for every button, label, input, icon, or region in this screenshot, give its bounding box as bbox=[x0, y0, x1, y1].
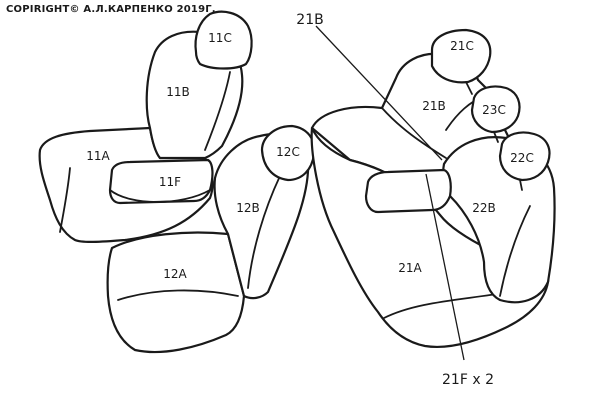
seat-21f-armrest bbox=[364, 168, 452, 214]
seat-11b-seam bbox=[204, 71, 231, 151]
label-22c: 22C bbox=[510, 151, 534, 165]
label-12c: 12C bbox=[276, 145, 300, 159]
label-21a: 21A bbox=[398, 261, 422, 275]
label-12a: 12A bbox=[163, 267, 187, 281]
seat-12a-cushion bbox=[106, 231, 246, 354]
label-11f: 11F bbox=[159, 175, 181, 189]
seat-21c-post bbox=[465, 81, 473, 95]
seat-23c-post bbox=[493, 131, 499, 143]
label-12b: 12B bbox=[236, 201, 260, 215]
seat-11f-seam bbox=[109, 189, 211, 203]
seat-22b-seam bbox=[499, 205, 531, 297]
seat-23c-headrest bbox=[470, 85, 521, 134]
leader-21b bbox=[315, 25, 443, 161]
label-21b-callout: 21B bbox=[296, 12, 323, 28]
copyright-notice: COPIRIGHT© А.Л.КАРПЕНКО 2019Г. bbox=[6, 4, 216, 15]
seat-11a-seam bbox=[59, 167, 71, 233]
seat-11c-headrest bbox=[194, 10, 253, 70]
label-21c: 21C bbox=[450, 39, 474, 53]
label-11c: 11C bbox=[208, 31, 232, 45]
seat-12a-seam bbox=[117, 289, 239, 301]
seat-12b-seam bbox=[247, 175, 281, 289]
label-11a: 11A bbox=[86, 149, 110, 163]
label-21b: 21B bbox=[422, 99, 446, 113]
label-21f: 21F x 2 bbox=[442, 372, 494, 388]
seat-21b-seam bbox=[381, 107, 447, 159]
seat-22c-headrest bbox=[498, 131, 551, 182]
seat-21c-headrest bbox=[430, 28, 492, 84]
label-22b: 22B bbox=[472, 201, 496, 215]
label-11b: 11B bbox=[166, 85, 190, 99]
leader-21f bbox=[425, 173, 465, 361]
label-23c: 23C bbox=[482, 103, 506, 117]
seat-22c-post bbox=[519, 179, 523, 191]
